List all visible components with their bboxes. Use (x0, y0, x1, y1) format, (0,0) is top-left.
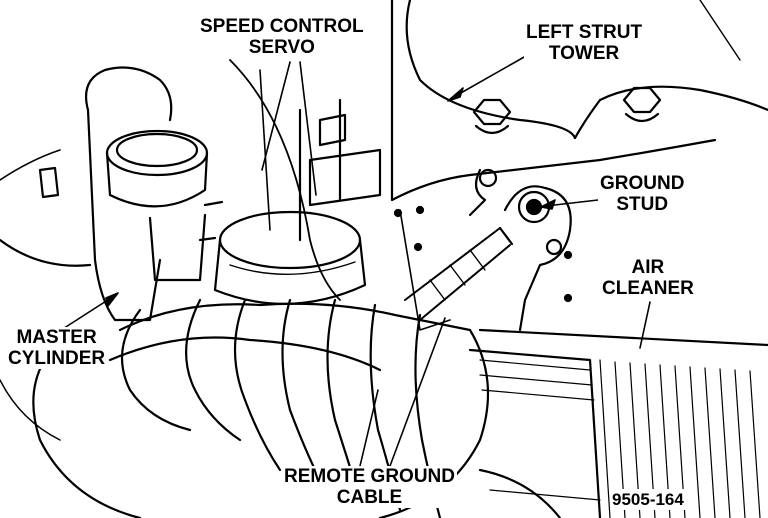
remote-ground-cable-label-line-2: CABLE (336, 487, 403, 508)
ground-stud-label: GROUND STUD (598, 173, 687, 215)
speed-control-servo-drawing (229, 59, 382, 301)
remote-ground-cable-label-line-1: REMOTE GROUND (284, 466, 455, 487)
servo-housing-drawing (213, 210, 367, 305)
master-cylinder-label: MASTER CYLINDER (6, 327, 108, 369)
left-strut-tower-label-line-2: TOWER (548, 43, 620, 64)
air-duct-drawing (0, 298, 490, 518)
ground-stud-label-line-1: GROUND (600, 173, 685, 194)
left-strut-tower-label: LEFT STRUT TOWER (524, 22, 645, 64)
air-cleaner-drawing (468, 328, 768, 518)
master-cylinder-label-line-1: MASTER (16, 327, 97, 348)
figure-number: 9505-164 (610, 489, 686, 510)
master-cylinder-drawing (0, 66, 224, 322)
air-cleaner-label-line-2: CLEANER (602, 278, 694, 299)
ground-stud-drawing (468, 168, 572, 332)
strut-tower-drawing (390, 0, 768, 331)
leader-lines (57, 51, 651, 467)
left-strut-tower-label-line-1: LEFT STRUT (526, 22, 643, 43)
air-cleaner-label: AIR CLEANER (600, 257, 696, 299)
air-cleaner-label-line-1: AIR (631, 257, 665, 278)
ground-stud-label-line-2: STUD (616, 194, 669, 215)
remote-ground-cable-label: REMOTE GROUND CABLE (282, 466, 457, 508)
remote-ground-cable-drawing (404, 226, 514, 321)
speed-control-servo-label-line-2: SERVO (248, 37, 315, 58)
speed-control-servo-label: SPEED CONTROL SERVO (198, 16, 366, 58)
strut-bolts-drawing (472, 86, 662, 135)
speed-control-servo-label-line-1: SPEED CONTROL (200, 16, 364, 37)
master-cylinder-label-line-2: CYLINDER (8, 348, 106, 369)
